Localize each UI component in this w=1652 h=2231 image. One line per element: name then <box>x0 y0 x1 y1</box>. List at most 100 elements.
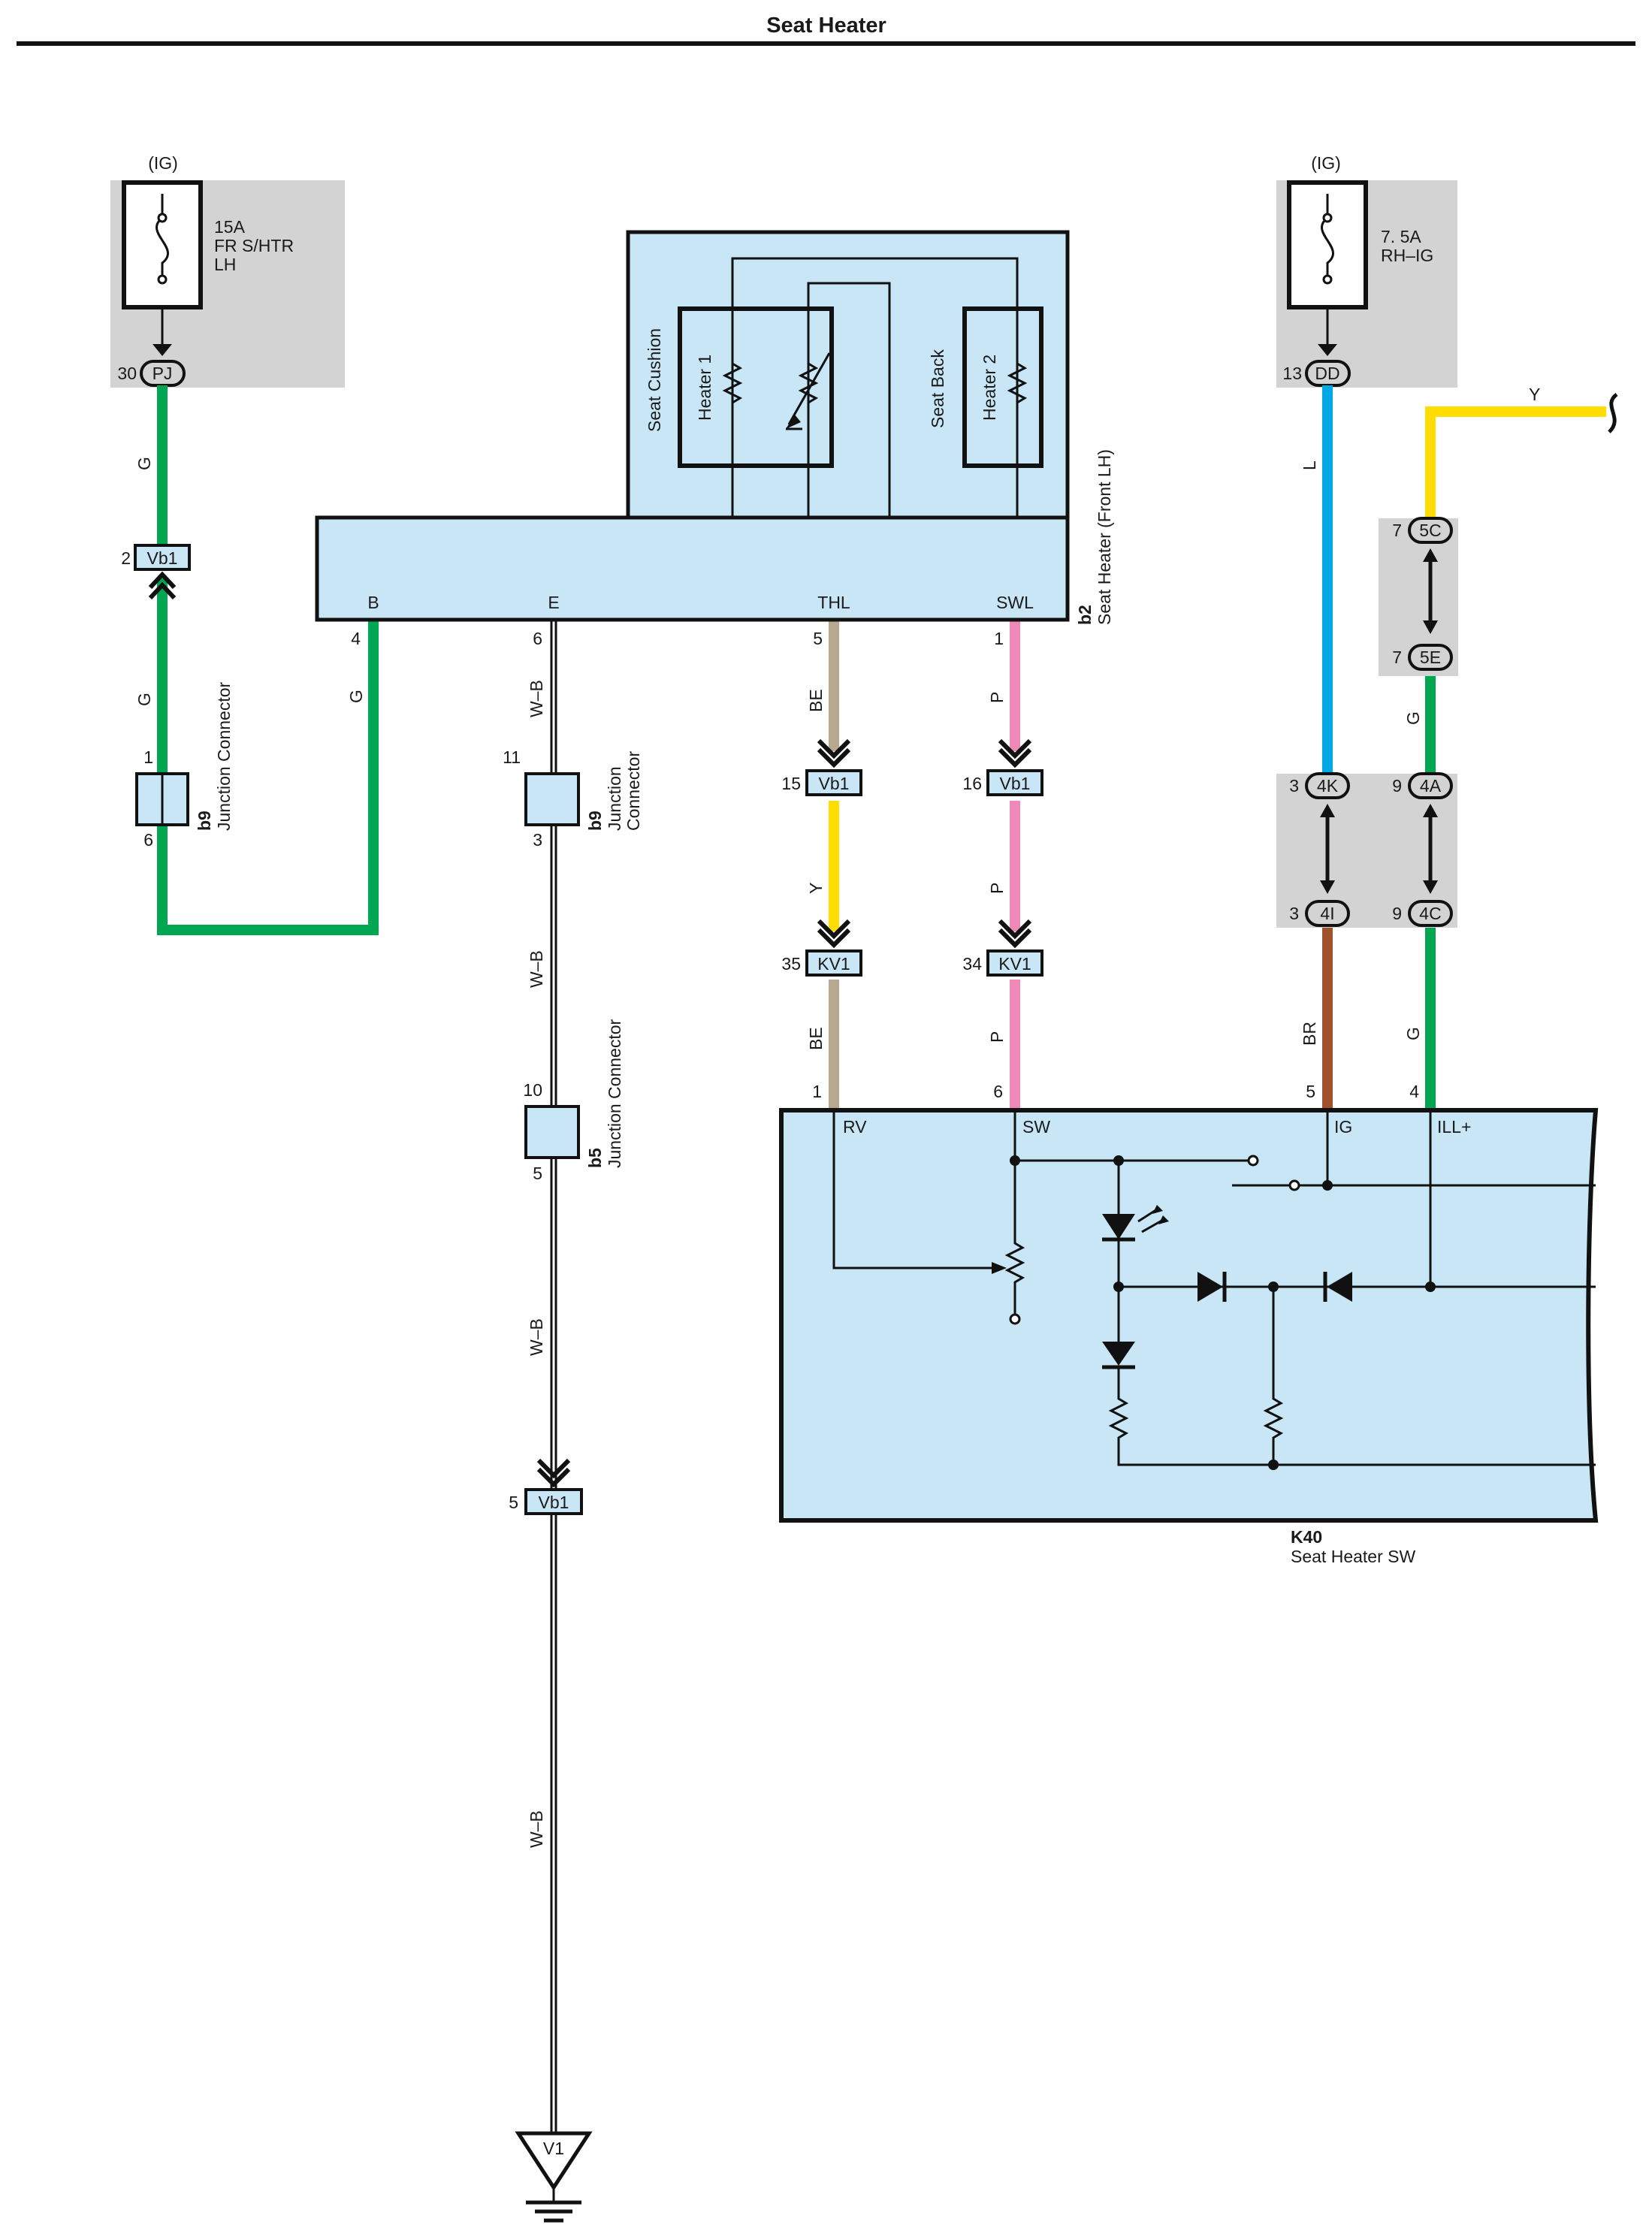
svg-text:35: 35 <box>781 954 801 974</box>
svg-text:16: 16 <box>962 774 982 793</box>
diode-3 <box>1102 1342 1135 1366</box>
wires <box>157 385 1606 2163</box>
svg-text:7. 5A: 7. 5A <box>1381 227 1421 246</box>
svg-text:5C: 5C <box>1419 521 1441 540</box>
svg-text:KV1: KV1 <box>998 954 1031 974</box>
svg-text:Heater 2: Heater 2 <box>980 355 999 421</box>
diode-2 <box>1327 1272 1352 1302</box>
svg-text:15: 15 <box>781 774 801 793</box>
diode-1 <box>1197 1272 1223 1302</box>
svg-text:Heater 1: Heater 1 <box>695 355 714 421</box>
junction-b5 <box>524 1105 580 1159</box>
conn-5c <box>1408 517 1453 544</box>
svg-text:Seat Cushion: Seat Cushion <box>645 328 664 432</box>
svg-text:IG: IG <box>1334 1117 1352 1137</box>
svg-text:SW: SW <box>1022 1117 1050 1137</box>
svg-text:RH–IG: RH–IG <box>1381 246 1433 265</box>
svg-text:Y: Y <box>1529 385 1540 404</box>
svg-text:Seat Heater SW: Seat Heater SW <box>1291 1547 1415 1566</box>
vb1-connector-be <box>805 769 862 796</box>
svg-text:Vb1: Vb1 <box>539 1493 569 1512</box>
fuse-box-left: (IG) 15A FR S/HTR LH PJ 30 <box>110 153 345 388</box>
svg-text:6: 6 <box>143 830 153 850</box>
svg-text:Y: Y <box>806 883 826 894</box>
svg-text:BE: BE <box>806 689 826 712</box>
junction-b9-right <box>524 772 580 826</box>
svg-text:Junction Connector: Junction Connector <box>605 1019 624 1168</box>
seat-heater-switch-k40: 1 6 5 4 RV SW IG ILL+ <box>779 1082 1599 1566</box>
svg-text:Vb1: Vb1 <box>147 548 178 568</box>
svg-text:6: 6 <box>993 1082 1003 1101</box>
svg-text:G: G <box>1403 1027 1423 1040</box>
svg-text:B: B <box>367 593 379 612</box>
fuse-box-right: (IG) 7. 5A RH–IG DD 13 <box>1276 153 1457 388</box>
svg-text:3: 3 <box>1289 904 1299 923</box>
svg-text:RV: RV <box>843 1117 867 1137</box>
svg-text:1: 1 <box>812 1082 822 1101</box>
heater2-resistor <box>1007 362 1028 404</box>
wire-yellow-top <box>1425 406 1606 520</box>
svg-text:Connector: Connector <box>624 751 643 831</box>
svg-text:W–B: W–B <box>527 680 546 717</box>
svg-text:7: 7 <box>1392 521 1402 540</box>
conn-4c <box>1408 900 1453 927</box>
svg-text:P: P <box>987 692 1007 703</box>
svg-text:b9: b9 <box>195 811 214 831</box>
svg-text:b9: b9 <box>585 811 605 831</box>
svg-text:Vb1: Vb1 <box>1000 774 1031 793</box>
svg-text:G: G <box>134 693 154 706</box>
rv-line <box>832 1110 1003 1269</box>
svg-text:4A: 4A <box>1420 776 1442 795</box>
svg-text:4: 4 <box>1409 1082 1419 1101</box>
ground-v1 <box>515 2131 593 2191</box>
svg-text:W–B: W–B <box>527 1810 546 1848</box>
vb1-connector-p <box>986 769 1043 796</box>
svg-text:E: E <box>548 593 559 612</box>
kv1-connector-y <box>805 949 862 977</box>
svg-text:4K: 4K <box>1317 776 1339 795</box>
conn-4a <box>1408 772 1453 799</box>
conn-4k <box>1305 772 1350 799</box>
svg-text:P: P <box>987 883 1007 894</box>
diagram-title: Seat Heater <box>766 14 886 38</box>
svg-text:G: G <box>346 690 366 703</box>
svg-text:5: 5 <box>533 1164 542 1183</box>
svg-text:13: 13 <box>1282 364 1302 383</box>
wire-green-2 <box>157 578 379 935</box>
svg-text:L: L <box>1300 460 1319 470</box>
svg-text:15A: 15A <box>214 217 246 237</box>
svg-text:Vb1: Vb1 <box>819 774 850 793</box>
svg-text:SWL: SWL <box>996 593 1034 612</box>
svg-text:10: 10 <box>523 1080 542 1100</box>
svg-text:5E: 5E <box>1420 648 1441 667</box>
svg-text:FR S/HTR: FR S/HTR <box>214 236 294 255</box>
svg-text:3: 3 <box>533 830 542 850</box>
svg-text:6: 6 <box>533 629 542 648</box>
indicator-led <box>1102 1214 1135 1239</box>
conn-4i <box>1305 900 1350 927</box>
svg-text:b5: b5 <box>585 1148 605 1168</box>
vb1-connector-wb <box>524 1488 583 1515</box>
svg-text:3: 3 <box>1289 776 1299 795</box>
svg-text:Seat Heater (Front LH): Seat Heater (Front LH) <box>1095 449 1114 625</box>
svg-text:1: 1 <box>994 629 1004 648</box>
svg-text:Junction: Junction <box>605 766 624 831</box>
svg-text:2: 2 <box>121 548 131 568</box>
svg-text:34: 34 <box>962 954 982 974</box>
svg-text:G: G <box>134 457 154 470</box>
seat-heater-b2: Seat Cushion Heater 1 Seat Back Heater 2… <box>315 230 1114 648</box>
pj-arrow <box>153 344 172 356</box>
svg-text:Seat Back: Seat Back <box>928 349 947 428</box>
svg-text:KV1: KV1 <box>817 954 850 974</box>
thermistor <box>798 362 819 404</box>
svg-text:5: 5 <box>813 629 823 648</box>
svg-text:(IG): (IG) <box>1311 153 1341 173</box>
svg-text:4I: 4I <box>1320 904 1334 923</box>
svg-text:G: G <box>1403 711 1423 725</box>
svg-text:4: 4 <box>351 629 361 648</box>
svg-text:W–B: W–B <box>527 950 546 988</box>
svg-text:11: 11 <box>503 747 521 767</box>
conn-5e <box>1408 644 1453 671</box>
ground-column: W–B 11 3 b9 Junction Connector W–B 10 5 … <box>503 680 643 2223</box>
svg-text:5: 5 <box>1306 1082 1315 1101</box>
